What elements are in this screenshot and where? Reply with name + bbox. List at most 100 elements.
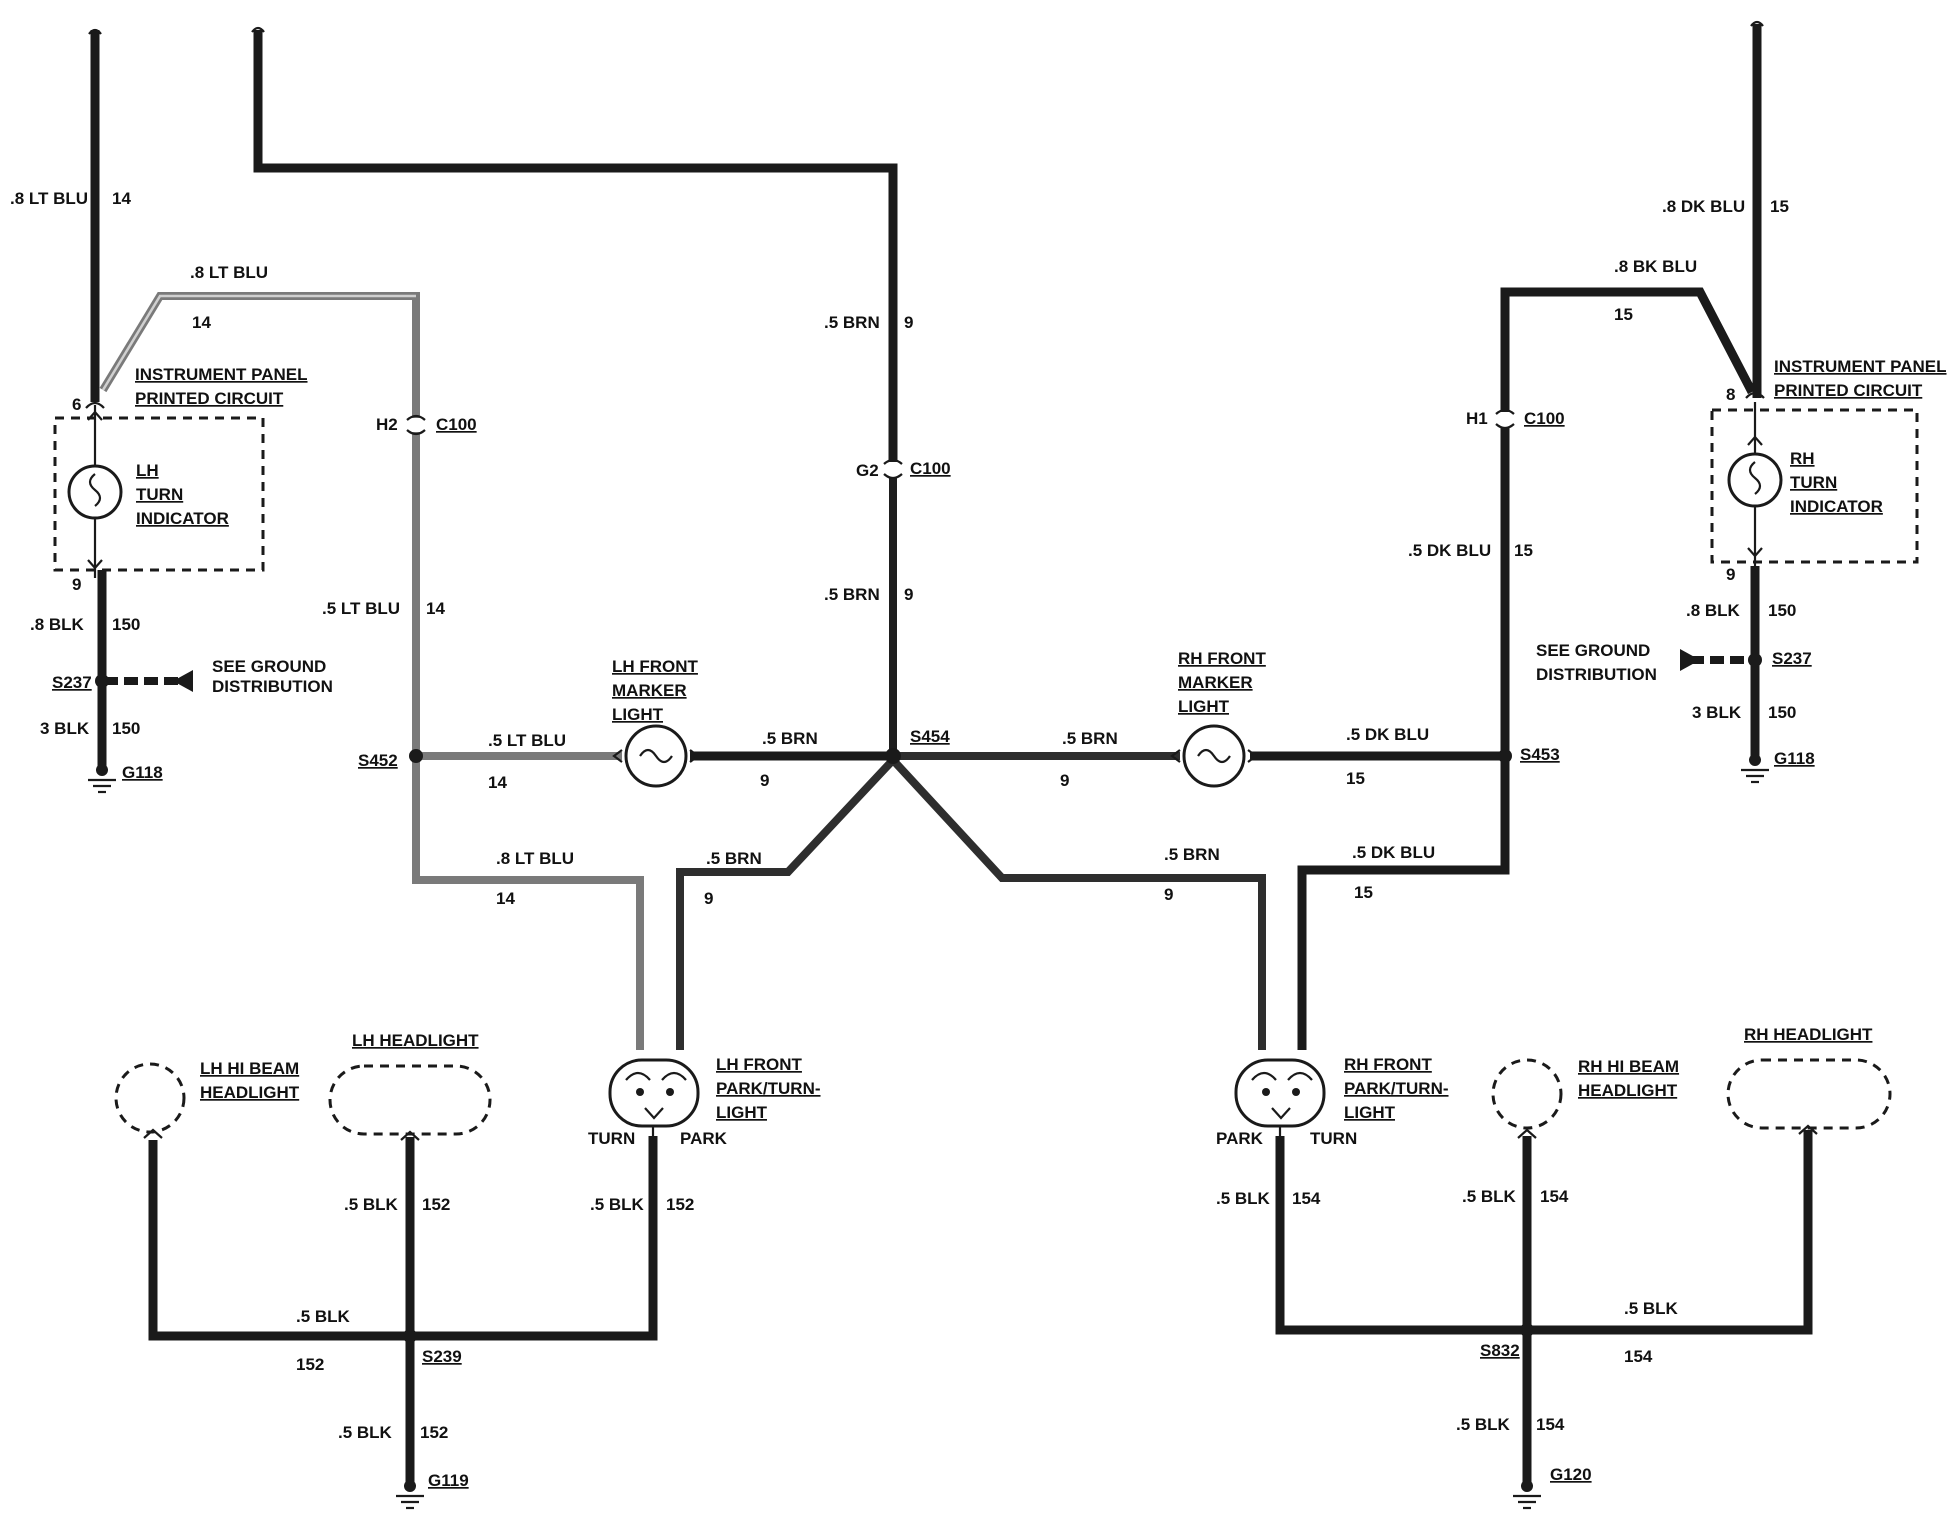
rh-lower-brn-circuit: 9 — [1164, 885, 1173, 904]
lh-headlight-icon — [328, 1064, 492, 1141]
lh-parkturn-label-1: LH FRONT — [716, 1055, 803, 1074]
rh-s453-wire-circuit: 15 — [1346, 769, 1365, 788]
rh-parkturn-label-3: LIGHT — [1344, 1103, 1396, 1122]
lh-ground-wire-bottom-color: 3 BLK — [40, 719, 90, 738]
lh-parkturn-park: PARK — [680, 1129, 728, 1148]
rh-s453-wire-color: .5 DK BLU — [1346, 725, 1429, 744]
center-mid-wire-circuit: 9 — [904, 585, 913, 604]
lh-g-wire-circuit: 152 — [420, 1423, 448, 1442]
lh-s237-splice — [95, 674, 109, 688]
rh-mid-wire-color: .5 DK BLU — [1408, 541, 1491, 560]
g119-ground-icon — [396, 1480, 424, 1510]
rh-mid-wire-circuit: 15 — [1514, 541, 1533, 560]
s452-wire-circuit: 14 — [488, 773, 507, 792]
g120-ground-icon — [1513, 1480, 1541, 1510]
lh-branch-wire-color: .8 LT BLU — [190, 263, 268, 282]
rh-parkturn-light-icon — [1234, 1058, 1326, 1138]
lh-turn-indicator-icon — [67, 405, 123, 578]
rh-see-ground-arrow — [1680, 649, 1700, 671]
s452-splice — [409, 749, 423, 763]
rh-hb-wire-color: .5 BLK — [1462, 1187, 1517, 1206]
lh-parkturn-ground-wire — [410, 1136, 658, 1341]
lh-see-ground-2: DISTRIBUTION — [212, 677, 333, 696]
lh-pt-wire-circuit: 152 — [666, 1195, 694, 1214]
s832-splice — [1520, 1323, 1534, 1337]
rh-c100-pin: H1 — [1466, 409, 1488, 428]
s454-splice — [885, 748, 901, 764]
rh-branch-wire — [1500, 287, 1756, 412]
lh-marker-light-icon — [612, 724, 700, 788]
rh-marker-light-icon — [1170, 724, 1258, 788]
lh-ip-label-1: INSTRUMENT PANEL — [135, 365, 308, 384]
lh-top-wire-circuit: 14 — [112, 189, 131, 208]
rh-pt-wire-color: .5 BLK — [1216, 1189, 1271, 1208]
rh-marker-wire-circuit: 9 — [1060, 771, 1069, 790]
rh-see-ground-1: SEE GROUND — [1536, 641, 1650, 660]
lh-marker-label-3: LIGHT — [612, 705, 664, 724]
rh-bottom-wire-circuit: 154 — [1624, 1347, 1653, 1366]
lh-ground-wire-bottom-circuit: 150 — [112, 719, 140, 738]
center-top-wire-color: .5 BRN — [824, 313, 880, 332]
lh-c100-connector — [406, 414, 426, 436]
rh-pt-wire-circuit: 154 — [1292, 1189, 1321, 1208]
s453-to-rh-turn-wire — [1297, 756, 1510, 1050]
rh-hibeam-label-2: HEADLIGHT — [1578, 1081, 1678, 1100]
rh-headlight-icon — [1726, 1058, 1892, 1135]
rh-hibeam-label-1: RH HI BEAM — [1578, 1057, 1679, 1076]
rh-ip-label-2: PRINTED CIRCUIT — [1774, 381, 1923, 400]
center-c100-name: C100 — [910, 459, 951, 478]
lh-ground-label: G118 — [122, 763, 163, 782]
rh-marker-label-2: MARKER — [1178, 673, 1253, 692]
lh-parkturn-light-icon — [608, 1058, 700, 1138]
rh-marker-label-3: LIGHT — [1178, 697, 1230, 716]
rh-lower-brn-color: .5 BRN — [1164, 845, 1220, 864]
rh-c100-connector — [1495, 408, 1515, 430]
rh-g118-ground-icon — [1741, 754, 1769, 784]
lh-bottom-wire-color: .5 BLK — [296, 1307, 351, 1326]
lh-branch-wire — [99, 292, 420, 418]
rh-splice-label: S237 — [1772, 649, 1812, 668]
rh-ground-wire-top-color: .8 BLK — [1686, 601, 1741, 620]
center-top-wire-circuit: 9 — [904, 313, 913, 332]
rh-parkturn-ground-wire — [1275, 1136, 1530, 1335]
lh-lower-blu-color: .8 LT BLU — [496, 849, 574, 868]
lh-mid-wire-circuit: 14 — [426, 599, 445, 618]
rh-marker-label-1: RH FRONT — [1178, 649, 1266, 668]
rh-turn-indicator-3: INDICATOR — [1790, 497, 1883, 516]
lh-branch-wire-circuit: 14 — [192, 313, 211, 332]
s452-wire-color: .5 LT BLU — [488, 731, 566, 750]
lh-turn-indicator-1: LH — [136, 461, 159, 480]
rh-top-wire — [1750, 20, 1764, 398]
rh-instrument-panel-box — [1710, 408, 1919, 564]
lh-marker-label-1: LH FRONT — [612, 657, 699, 676]
lh-hl-wire-color: .5 BLK — [344, 1195, 399, 1214]
rh-bottom-wire-color: .5 BLK — [1624, 1299, 1679, 1318]
rh-hibeam-headlight-icon — [1491, 1058, 1563, 1139]
lh-c100-pin: H2 — [376, 415, 398, 434]
lh-top-wire-color: .8 LT BLU — [10, 189, 88, 208]
lh-parkturn-label-3: LIGHT — [716, 1103, 768, 1122]
rh-parkturn-label-2: PARK/TURN- — [1344, 1079, 1449, 1098]
lh-marker-wire-circuit: 9 — [760, 771, 769, 790]
lh-splice-label: S237 — [52, 673, 92, 692]
lh-bottom-wire-circuit: 152 — [296, 1355, 324, 1374]
rh-parkturn-turn: TURN — [1310, 1129, 1357, 1148]
rh-see-ground-2: DISTRIBUTION — [1536, 665, 1657, 684]
rh-ground-wire-bottom-color: 3 BLK — [1692, 703, 1742, 722]
rh-marker-wire-color: .5 BRN — [1062, 729, 1118, 748]
lh-pt-wire-color: .5 BLK — [590, 1195, 645, 1214]
lh-see-ground-arrow — [173, 670, 193, 692]
rh-c100-name: C100 — [1524, 409, 1565, 428]
rh-ip-pin: 8 — [1726, 385, 1735, 404]
rh-ip-label-1: INSTRUMENT PANEL — [1774, 357, 1947, 376]
rh-hb-wire-circuit: 154 — [1540, 1187, 1569, 1206]
lh-mid-wire-color: .5 LT BLU — [322, 599, 400, 618]
lh-hibeam-headlight-icon — [114, 1062, 186, 1139]
g120-label: G120 — [1550, 1465, 1592, 1484]
lh-see-ground-1: SEE GROUND — [212, 657, 326, 676]
s453-splice — [1498, 749, 1512, 763]
rh-ground-wire-bottom-circuit: 150 — [1768, 703, 1796, 722]
lh-hibeam-wire — [148, 1140, 410, 1341]
lh-marker-wire-color: .5 BRN — [762, 729, 818, 748]
